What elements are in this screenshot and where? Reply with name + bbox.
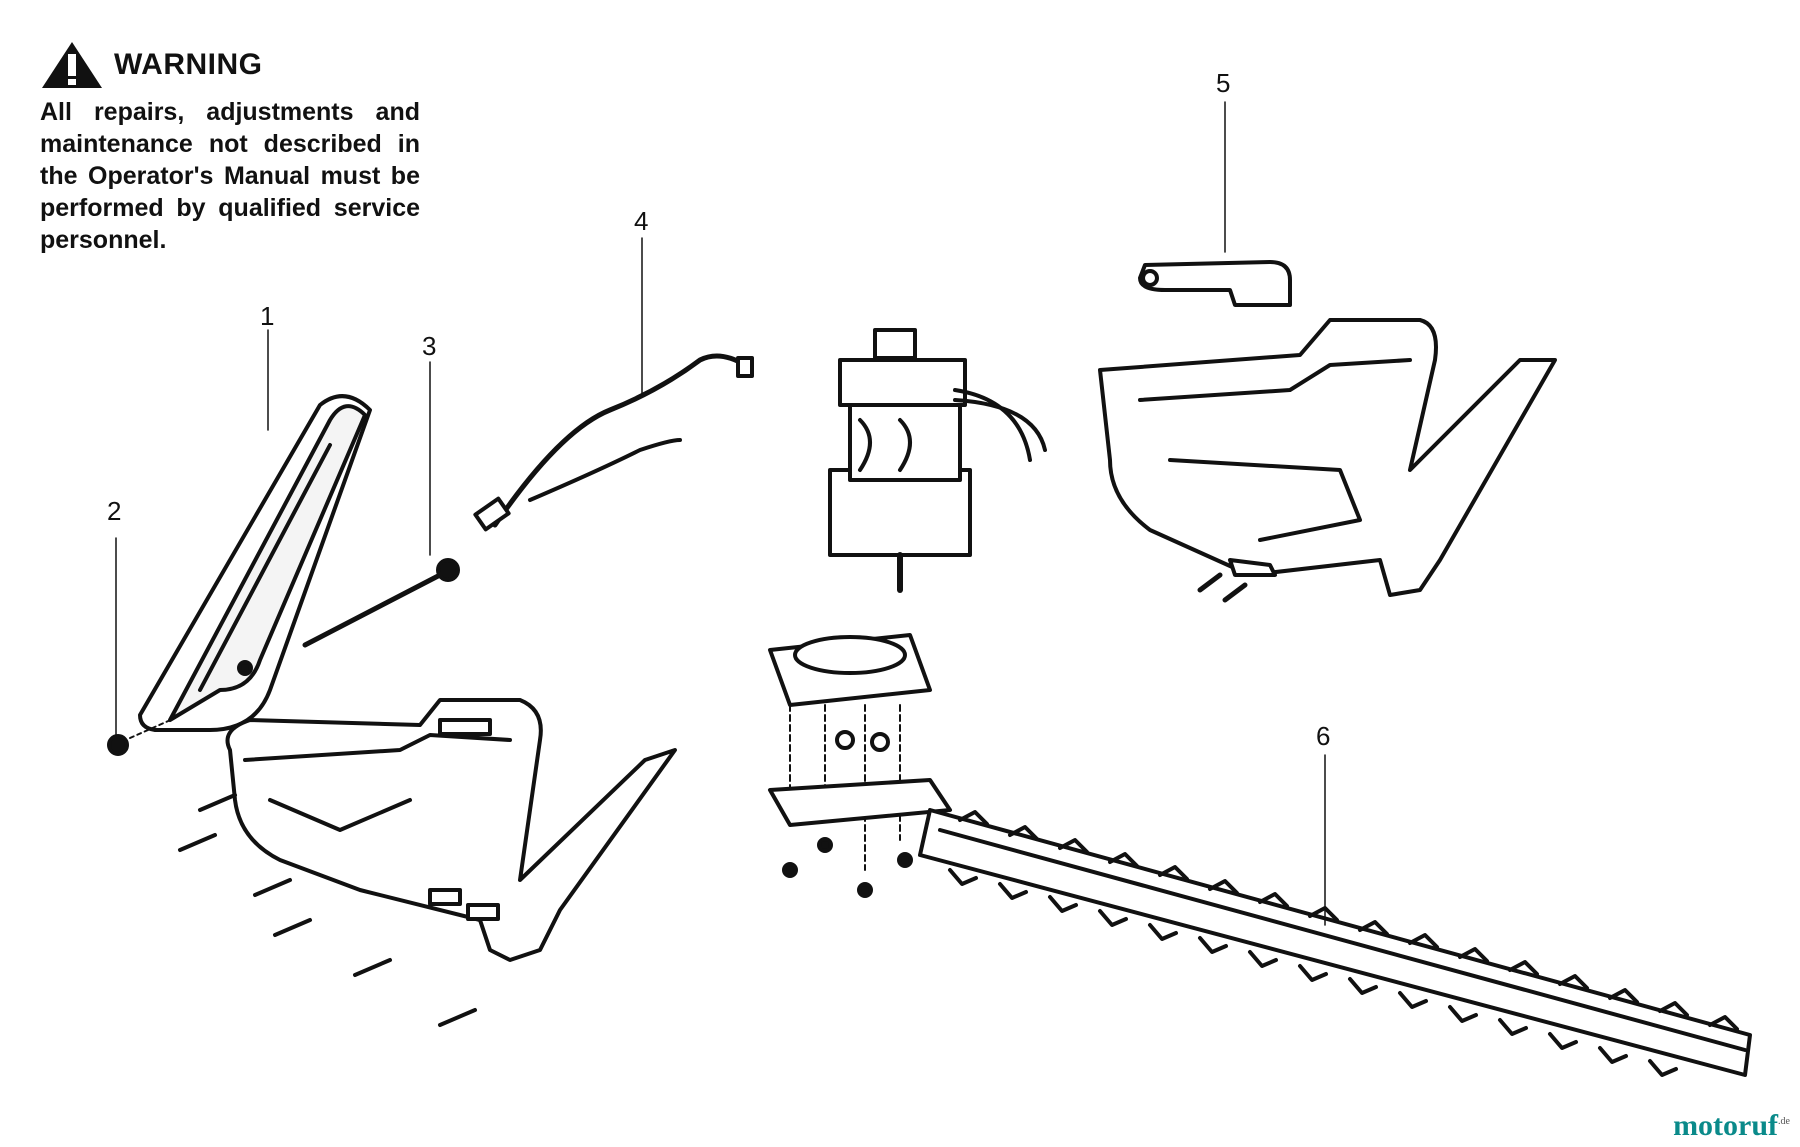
watermark-tld: .de: [1778, 1116, 1790, 1127]
callout-5: 5: [1216, 68, 1230, 98]
watermark-logo: motoruf.de: [1673, 1109, 1790, 1143]
callout-6: 6: [1316, 721, 1330, 751]
warning-heading: WARNING: [114, 48, 263, 81]
long-bolt-part: [302, 558, 460, 648]
screws-left-housing: [178, 793, 477, 1027]
warning-triangle-icon: [42, 42, 102, 88]
blade-part: [918, 808, 1752, 1077]
callout-2: 2: [107, 496, 121, 526]
callout-1: 1: [260, 301, 274, 331]
front-handle-part: [138, 394, 372, 732]
left-housing-half: [225, 698, 677, 962]
switch-lever-part: [1138, 260, 1292, 307]
warning-text: All repairs, adjustments and maintenance…: [40, 98, 420, 254]
right-housing-half: [1098, 318, 1557, 603]
callout-4: 4: [634, 206, 648, 236]
motor-part: [828, 328, 1047, 593]
callout-leaders: [115, 101, 1326, 926]
screws-gear-housing: [782, 837, 913, 898]
warning-header: WARNING: [40, 40, 420, 90]
watermark-text: motoruf: [1673, 1109, 1779, 1142]
warning-notice: WARNING All repairs, adjustments and mai…: [40, 40, 420, 256]
nut-part: [107, 734, 129, 756]
callout-3: 3: [422, 331, 436, 361]
gear-housing-part: [768, 633, 952, 871]
power-cord-part: [473, 353, 754, 532]
